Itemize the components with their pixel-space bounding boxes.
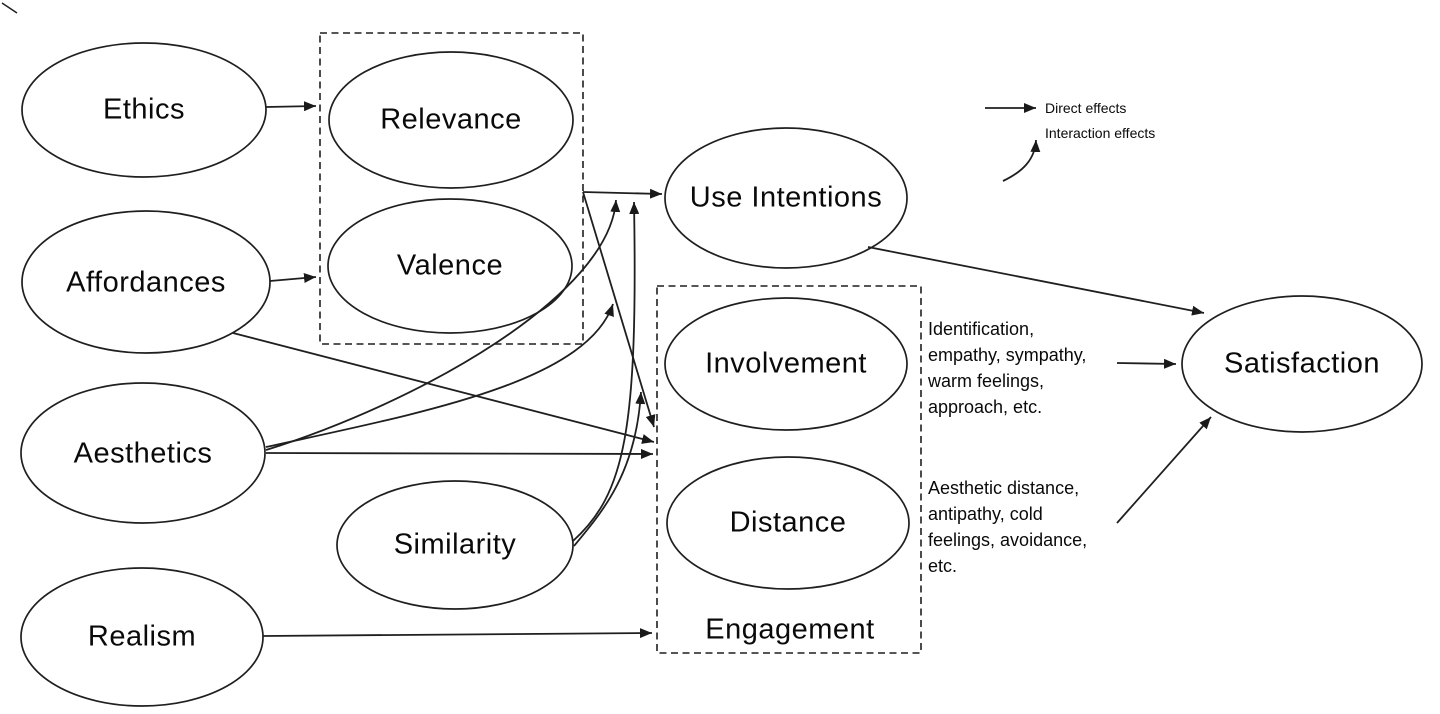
edge-ethics-to-relevance-group — [265, 101, 317, 112]
annotation-line: Aesthetic distance, — [928, 478, 1080, 498]
engagement-group-label: Engagement — [705, 613, 875, 646]
involvement-label: Involvement — [705, 347, 867, 380]
edge-group-to-engagement — [582, 191, 656, 428]
interaction-similarity-on-engagement-path — [573, 391, 646, 547]
distance-node — [666, 456, 910, 590]
edge-affordances-to-engagement — [232, 332, 655, 444]
relevance-label: Relevance — [380, 103, 522, 136]
edge-negative-outcomes-to-satisfaction — [1116, 416, 1212, 524]
annotation-line: warm feelings, — [928, 371, 1045, 391]
annotation-line: empathy, sympathy, — [928, 345, 1087, 365]
relevance-valence-group-box — [319, 32, 584, 345]
aesthetics-label: Aesthetics — [73, 437, 213, 470]
valence-label: Valence — [396, 249, 504, 282]
legend-interaction-label: Interaction effects — [1045, 125, 1156, 141]
affordances-label: Affordances — [66, 266, 226, 299]
edge-group-to-use-intentions — [582, 188, 663, 199]
annotation-line: etc. — [928, 556, 958, 576]
edge-affordances-to-valence-group — [269, 273, 317, 284]
aesthetics-node — [20, 382, 266, 524]
interaction-similarity-on-use-intentions-path — [572, 201, 640, 542]
annotation-line: feelings, avoidance, — [928, 530, 1088, 550]
edge-use-intentions-to-satisfaction — [867, 246, 1205, 316]
annotation-negative-outcomes: Aesthetic distance, antipathy, cold feel… — [928, 475, 1087, 579]
valence-node — [327, 198, 573, 334]
annotation-positive-outcomes: Identification, empathy, sympathy, warm … — [928, 316, 1086, 420]
distance-label: Distance — [729, 506, 847, 539]
engagement-group-box — [656, 285, 922, 654]
ethics-label: Ethics — [103, 93, 185, 126]
legend-interaction-arrow-icon — [1002, 139, 1041, 182]
similarity-node — [336, 480, 574, 610]
interaction-aesthetics-on-engagement-path — [265, 303, 614, 448]
annotation-line: Identification, — [928, 319, 1035, 339]
satisfaction-label: Satisfaction — [1224, 347, 1380, 380]
use-intentions-label: Use Intentions — [689, 181, 883, 214]
edge-positive-outcomes-to-satisfaction — [1116, 358, 1177, 369]
legend-direct-label: Direct effects — [1045, 100, 1127, 116]
annotation-line: antipathy, cold — [928, 504, 1043, 524]
annotation-line: approach, etc. — [928, 397, 1043, 417]
use-intentions-node — [664, 127, 908, 269]
realism-label: Realism — [87, 620, 197, 653]
ethics-node — [21, 42, 267, 178]
similarity-label: Similarity — [393, 528, 517, 561]
edge-aesthetics-to-engagement — [265, 448, 654, 459]
affordances-node — [21, 210, 271, 354]
edge-realism-to-engagement — [262, 628, 653, 639]
involvement-node — [664, 297, 908, 431]
corner-artifact-line — [1, 2, 18, 14]
satisfaction-node — [1181, 295, 1423, 433]
interaction-aesthetics-on-use-intentions-path — [265, 199, 621, 451]
realism-node — [20, 567, 264, 707]
relevance-node — [328, 51, 574, 189]
